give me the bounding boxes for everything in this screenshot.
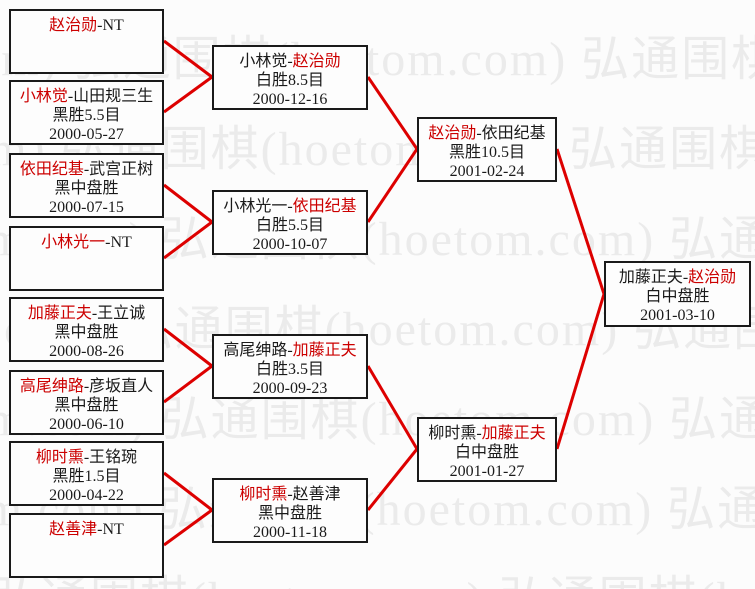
match-box-r1-5: 加藤正夫-王立诚 黑中盘胜 2000-08-26 [9,297,164,362]
player-name: 高尾绅路- [223,342,293,359]
match-date [11,271,162,290]
match-date: 2001-02-24 [449,163,525,180]
match-title: 赵善津-NT [11,520,162,539]
winner-name: 加藤正夫 [27,305,92,322]
match-box-sf-2: 柳时熏-加藤正夫 白中盘胜 2001-01-27 [417,417,557,482]
match-date: 2000-04-22 [49,487,124,504]
match-date: 2001-01-27 [449,463,525,480]
match-result [11,35,162,54]
match-result: 黑中盘胜 [54,324,119,341]
match-box-final: 加藤正夫-赵治勋 白中盘胜 2001-03-10 [604,261,751,327]
player-name: 小林光一- [223,198,293,215]
match-title: 高尾绅路-加藤正夫 [214,341,366,360]
match-box-r1-8: 赵善津-NT [9,513,164,578]
match-result: 白中盘胜 [454,444,519,461]
match-box-r1-6: 高尾绅路-彦坂直人 黑中盘胜 2000-06-10 [9,370,164,435]
match-date: 2000-09-23 [252,380,328,397]
match-box-r1-1: 赵治勋-NT [9,9,164,74]
player-name: -王立诚 [91,305,146,322]
player-name: 柳时熏- [428,425,482,442]
match-date [11,558,162,577]
winner-name: 依田纪基 [292,198,357,215]
player-name: 小林觉- [239,53,293,70]
match-date: 2000-10-07 [252,236,328,253]
match-box-r1-3: 依田纪基-武宫正树 黑中盘胜 2000-07-15 [9,153,164,218]
winner-name: 依田纪基 [19,161,84,178]
match-box-r2-3: 高尾绅路-加藤正夫 白胜3.5目 2000-09-23 [212,334,368,399]
match-result: 黑中盘胜 [54,180,119,197]
player-name: -NT [97,17,124,34]
match-box-r1-4: 小林光一-NT [9,226,164,291]
match-box-r2-4: 柳时熏-赵善津 黑中盘胜 2000-11-18 [212,478,368,543]
match-box-r1-2: 小林觉-山田规三生 黑胜5.5目 2000-05-27 [9,80,164,145]
player-name: -王铭琬 [83,449,138,466]
match-result: 黑中盘胜 [257,505,322,522]
match-title: 小林觉-山田规三生 [11,87,162,106]
match-title: 小林光一-依田纪基 [214,197,366,216]
winner-name: 柳时熏 [35,449,84,466]
winner-name: 赵治勋 [49,17,98,34]
winner-name: 赵治勋 [688,269,737,286]
match-box-sf-1: 赵治勋-依田纪基 黑胜10.5目 2001-02-24 [417,117,557,182]
match-title: 依田纪基-武宫正树 [11,160,162,179]
match-box-r1-7: 柳时熏-王铭琬 黑胜1.5目 2000-04-22 [9,441,164,506]
player-name: 加藤正夫- [618,269,689,286]
winner-name: 小林觉 [19,88,68,105]
player-name: -赵善津 [287,486,341,503]
match-result [11,539,162,558]
match-date: 2001-03-10 [640,307,715,324]
match-result: 黑中盘胜 [54,397,119,414]
player-name: -NT [97,521,124,538]
match-date: 2000-12-16 [252,91,328,108]
match-result: 黑胜10.5目 [448,144,525,161]
winner-name: 赵治勋 [292,53,341,70]
match-date: 2000-07-15 [49,199,124,216]
match-title: 柳时熏-加藤正夫 [419,424,555,443]
match-result: 白中盘胜 [645,288,710,305]
match-result: 白胜8.5目 [255,72,324,89]
match-result: 黑胜5.5目 [52,107,121,124]
match-date: 2000-11-18 [252,524,328,541]
match-title: 柳时熏-赵善津 [214,485,366,504]
winner-name: 小林光一 [41,234,106,251]
winner-name: 高尾绅路 [19,378,84,395]
match-date: 2000-05-27 [49,126,124,143]
player-name: -彦坂直人 [83,378,154,395]
winner-name: 加藤正夫 [481,425,546,442]
match-title: 小林觉-赵治勋 [214,52,366,71]
match-title: 加藤正夫-王立诚 [11,304,162,323]
player-name: -山田规三生 [67,88,154,105]
match-title: 加藤正夫-赵治勋 [606,268,749,287]
watermark-text: 弘通围棋(hoetom.com) 弘通围棋(hoetom.com) 弘通围棋(h… [0,576,755,589]
match-result: 黑胜1.5目 [52,468,121,485]
match-date: 2000-06-10 [49,416,124,433]
match-result [11,252,162,271]
match-title: 高尾绅路-彦坂直人 [11,377,162,396]
match-date [11,54,162,73]
match-title: 柳时熏-王铭琬 [11,448,162,467]
match-result: 白胜5.5目 [255,217,324,234]
match-box-r2-1: 小林觉-赵治勋 白胜8.5目 2000-12-16 [212,45,368,110]
player-name: -依田纪基 [476,125,546,142]
winner-name: 赵善津 [49,521,98,538]
match-box-r2-2: 小林光一-依田纪基 白胜5.5目 2000-10-07 [212,190,368,255]
player-name: -武宫正树 [83,161,154,178]
match-result: 白胜3.5目 [255,361,324,378]
player-name: -NT [105,234,132,251]
match-title: 赵治勋-依田纪基 [419,124,555,143]
match-date: 2000-08-26 [49,343,124,360]
winner-name: 赵治勋 [428,125,477,142]
winner-name: 柳时熏 [239,486,288,503]
winner-name: 加藤正夫 [292,342,357,359]
match-title: 赵治勋-NT [11,16,162,35]
match-title: 小林光一-NT [11,233,162,252]
